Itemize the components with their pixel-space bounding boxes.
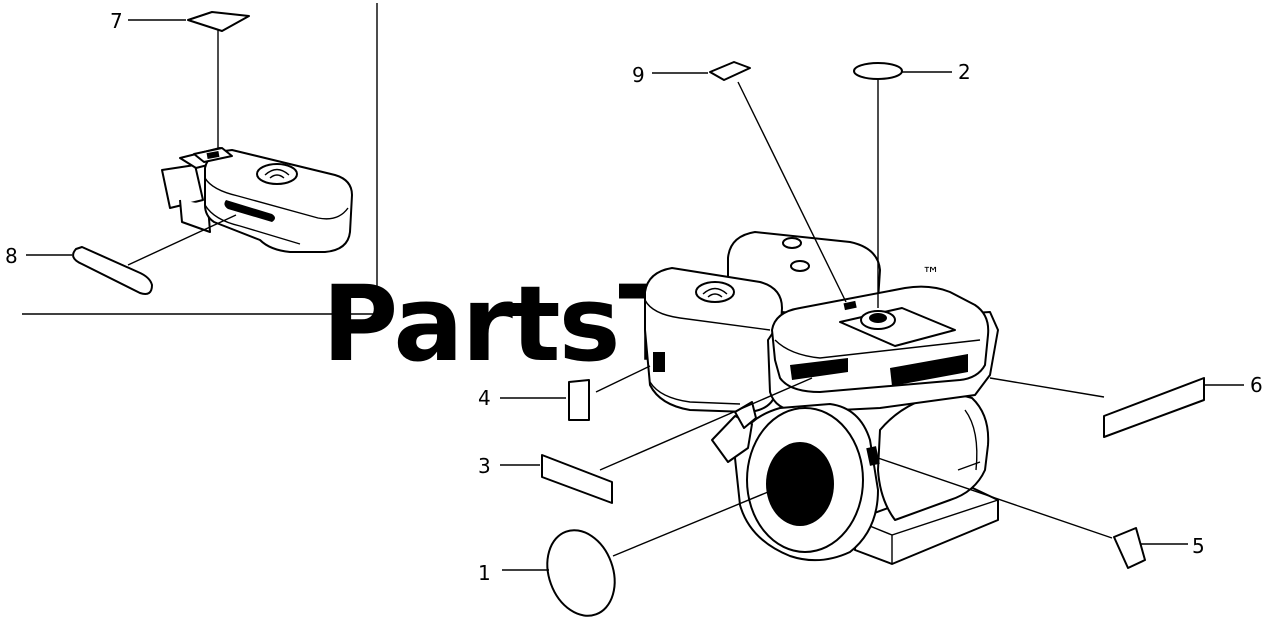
part-2-ring-label (853, 62, 903, 80)
callout-2: 2 (958, 60, 971, 84)
callout-5: 5 (1192, 534, 1205, 558)
watermark-trademark: ™ (922, 264, 940, 285)
inset-frame (22, 3, 378, 315)
part-5-label (1113, 527, 1146, 569)
part-6-label (1103, 377, 1205, 438)
part-3-label (541, 454, 613, 504)
engine-assembly (644, 231, 999, 565)
part-1-emblem (546, 529, 616, 617)
callout-1: 1 (478, 561, 491, 585)
callout-7: 7 (110, 9, 123, 33)
part-8-strip (72, 246, 153, 295)
callout-8: 8 (5, 244, 18, 268)
part-9-label (709, 61, 751, 81)
callout-3: 3 (478, 454, 491, 478)
leader-lines (26, 19, 1244, 571)
part-7-label (187, 11, 250, 32)
callout-4: 4 (478, 386, 491, 410)
part-4-label (568, 379, 590, 421)
inset-air-cleaner (161, 147, 353, 253)
callout-9: 9 (632, 63, 645, 87)
callout-numbers: 1 2 3 4 5 6 7 8 9 (5, 9, 1263, 585)
callout-6: 6 (1250, 373, 1263, 397)
